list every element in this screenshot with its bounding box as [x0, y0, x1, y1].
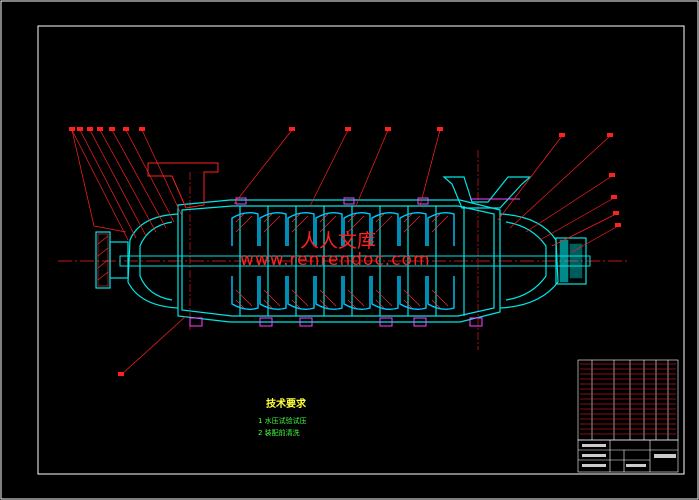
tech-note-2: 2 装配前清洗	[258, 429, 300, 437]
tech-notes-title: 技术要求	[266, 399, 306, 410]
shaft	[119, 255, 591, 267]
suction-flange	[97, 233, 109, 287]
parts-list-rows	[580, 363, 676, 435]
parts-list	[577, 359, 679, 441]
impellers-lower	[231, 276, 455, 311]
balance-disc	[559, 239, 583, 283]
inlet-nozzle	[147, 162, 219, 209]
suction-end	[95, 213, 179, 309]
guide-vanes	[235, 213, 449, 309]
leader-lines	[71, 129, 619, 375]
support-feet	[189, 197, 483, 327]
watermark-logo: 人人文库	[300, 230, 377, 252]
discharge-end	[499, 213, 587, 309]
impellers-upper	[231, 211, 455, 246]
balloons	[69, 127, 621, 376]
watermark-url: www.renrendoc.com	[240, 250, 431, 270]
title-block	[577, 439, 679, 473]
tech-note-1: 1 水压试验试压	[258, 417, 307, 425]
outlet-nozzle	[442, 176, 532, 209]
title-block-text	[582, 444, 676, 467]
drawing-frame	[37, 25, 685, 475]
